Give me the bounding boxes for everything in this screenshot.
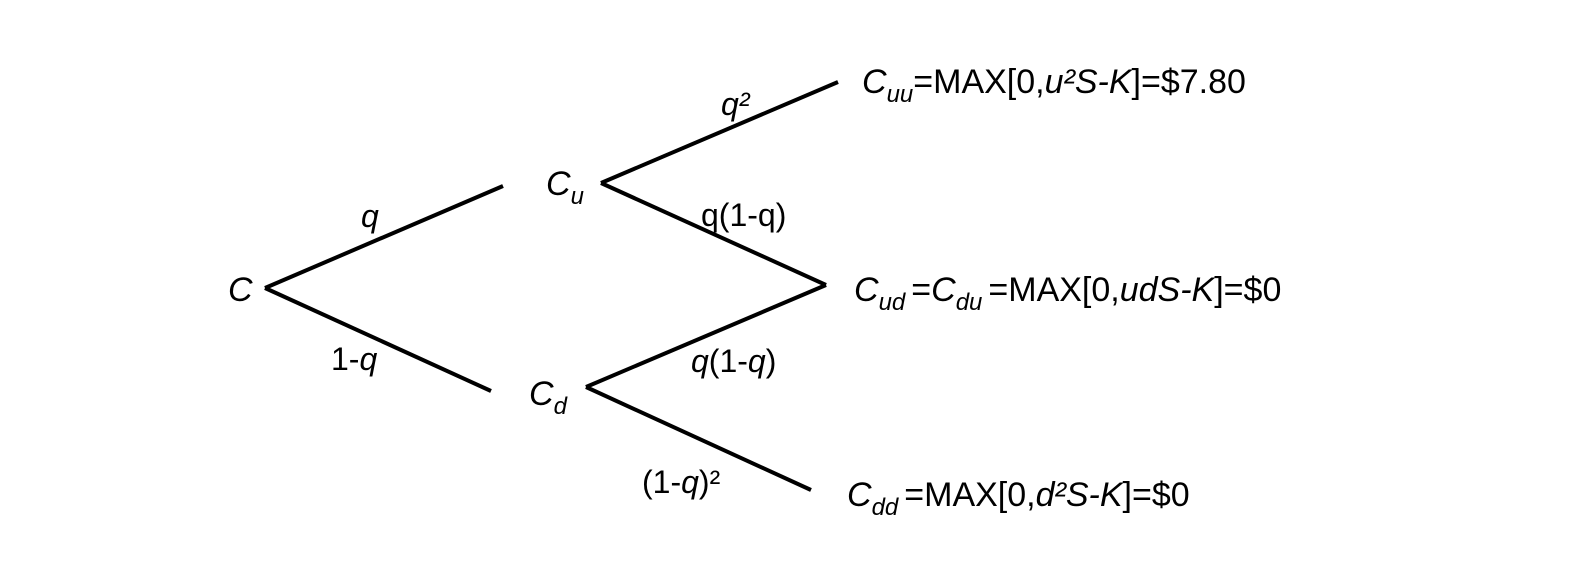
node-up-letter: C [546, 165, 571, 203]
payoff-dd: Cdd=MAX[0,d²S-K]=$0 [847, 475, 1190, 520]
prob-q-one-minus-q-upper: q(1-q) [701, 197, 787, 233]
prob-one-minus-q-squared: (1-q)² [642, 462, 720, 502]
prob-omq-var: q [681, 464, 699, 500]
payoff-ud-mid: = [911, 271, 932, 309]
branch-c-to-cd [264, 286, 492, 393]
payoff-uu-expr: u²S-K [1044, 63, 1132, 101]
branch-cu-to-cud [600, 181, 827, 287]
prob-lower-open: (1- [708, 343, 748, 379]
node-up-subscript: u [570, 183, 584, 210]
branch-c-to-cu [264, 184, 504, 290]
payoff-ud-letter2: C [931, 271, 956, 309]
node-down-subscript: d [553, 393, 567, 420]
payoff-ud-expr: udS-K [1119, 271, 1215, 309]
node-down-letter: C [529, 375, 554, 413]
payoff-uu-pre: =MAX[0, [913, 63, 1045, 101]
prob-lower-close: ) [765, 343, 777, 379]
branch-cu-to-cuu [600, 80, 839, 185]
prob-q: q [361, 198, 379, 234]
payoff-ud: Cud=Cdu=MAX[0,udS-K]=$0 [854, 270, 1282, 315]
node-root-label: C [228, 270, 253, 310]
prob-omq-open: (1- [642, 464, 682, 500]
payoff-uu: Cuu=MAX[0,u²S-K]=$7.80 [862, 62, 1246, 107]
prob-omq-close: )² [698, 464, 721, 500]
payoff-ud-subscript: ud [878, 289, 906, 316]
payoff-ud-post: ]=$0 [1214, 271, 1282, 309]
branch-cd-to-cdd [585, 385, 812, 492]
payoff-uu-post: ]=$7.80 [1131, 63, 1246, 101]
prob-lower-var: q [691, 343, 709, 379]
payoff-dd-pre: =MAX[0, [904, 476, 1036, 514]
payoff-ud-pre: =MAX[0, [988, 271, 1120, 309]
prob-one-minus-q: 1-q [331, 339, 377, 379]
payoff-dd-expr: d²S-K [1035, 476, 1123, 514]
prob-q-one-minus-q-lower: q(1-q) [691, 341, 776, 381]
node-root-letter: C [228, 271, 253, 309]
payoff-uu-subscript: uu [886, 81, 914, 108]
prob-one-minus-q-prefix: 1- [331, 341, 360, 377]
prob-one-minus-q-var: q [359, 341, 378, 377]
payoff-ud-subscript2: du [955, 289, 983, 316]
prob-lower-var2: q [747, 343, 766, 379]
payoff-dd-subscript: dd [871, 494, 899, 521]
payoff-ud-letter: C [854, 271, 879, 309]
payoff-dd-post: ]=$0 [1122, 476, 1190, 514]
branch-cd-to-cud [585, 283, 827, 389]
payoff-uu-letter: C [862, 63, 887, 101]
payoff-dd-letter: C [847, 476, 872, 514]
node-down-label: Cd [529, 374, 567, 419]
node-up-label: Cu [546, 164, 584, 209]
prob-q-squared: q² [721, 86, 750, 122]
